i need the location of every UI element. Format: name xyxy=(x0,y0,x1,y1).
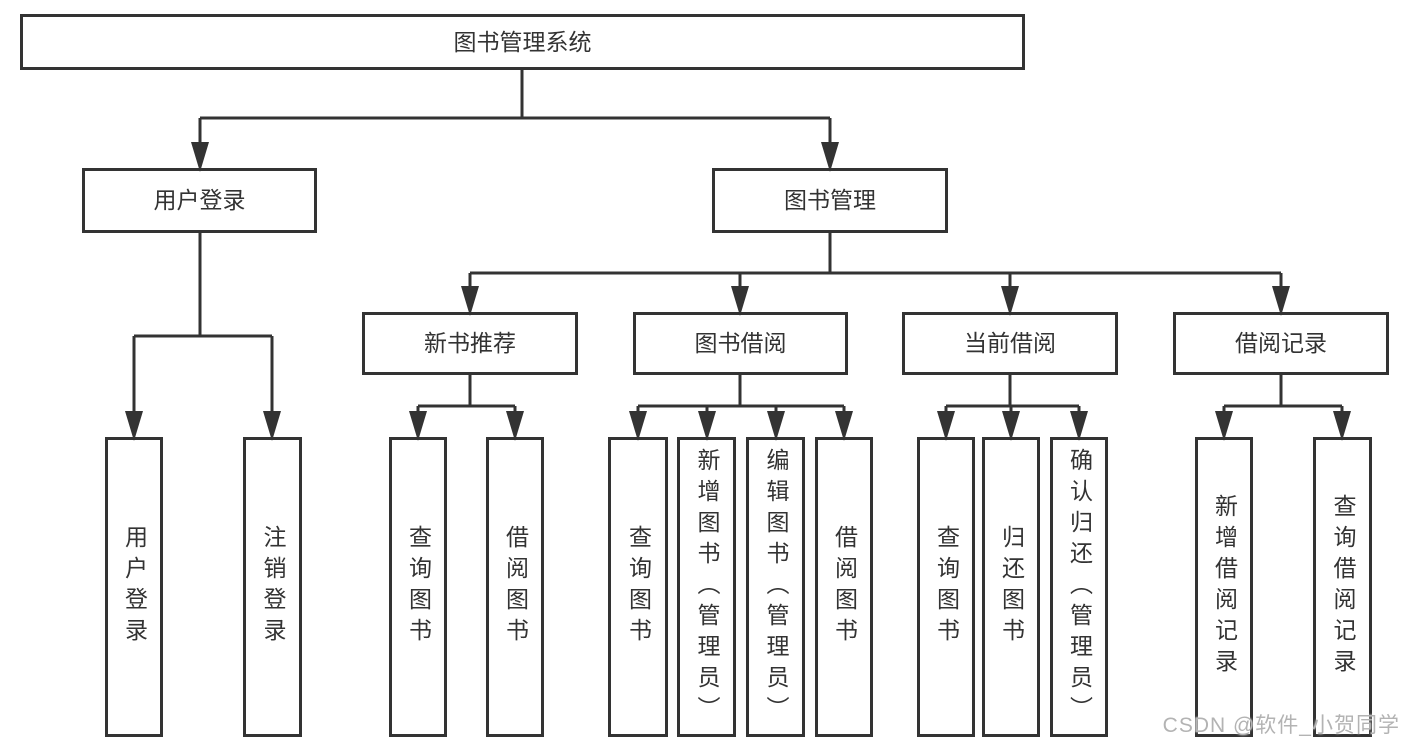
connector-borrowing-to-leaves xyxy=(629,375,853,441)
leaf-edit-books-admin: 编辑图书（管理员） xyxy=(746,437,805,737)
leaf-borrow-books-recommend: 借阅图书 xyxy=(486,437,544,737)
node-current-borrowing: 当前借阅 xyxy=(902,312,1118,375)
connector-bookmgmt-to-level3 xyxy=(461,233,1290,316)
leaf-query-books-current: 查询图书 xyxy=(917,437,975,737)
leaf-edit-books-admin-label: 编辑图书（管理员） xyxy=(763,447,789,727)
node-current-borrowing-label: 当前借阅 xyxy=(964,330,1056,356)
node-new-book-recommend-label: 新书推荐 xyxy=(424,330,516,356)
connector-current-to-leaves xyxy=(937,375,1088,441)
leaf-add-borrow-record: 新增借阅记录 xyxy=(1195,437,1253,737)
node-borrowing-records: 借阅记录 xyxy=(1173,312,1389,375)
node-new-book-recommend: 新书推荐 xyxy=(362,312,578,375)
leaf-add-borrow-record-label: 新增借阅记录 xyxy=(1211,494,1238,680)
leaf-query-books-recommend-label: 查询图书 xyxy=(405,525,432,649)
leaf-return-books-label: 归还图书 xyxy=(998,525,1025,649)
node-user-login-label: 用户登录 xyxy=(153,187,246,213)
leaf-user-login: 用户登录 xyxy=(105,437,163,737)
leaf-add-books-admin-label: 新增图书（管理员） xyxy=(694,447,720,727)
connector-userlogin-to-leaves xyxy=(125,233,281,441)
leaf-confirm-return-admin-label: 确认归还（管理员） xyxy=(1066,447,1093,727)
leaf-borrow-books-borrowing-label: 借阅图书 xyxy=(831,525,858,649)
node-root-label: 图书管理系统 xyxy=(453,28,592,55)
leaf-add-books-admin: 新增图书（管理员） xyxy=(677,437,736,737)
node-user-login: 用户登录 xyxy=(82,168,317,233)
leaf-query-books-borrowing-label: 查询图书 xyxy=(625,525,652,649)
node-borrowing-records-label: 借阅记录 xyxy=(1235,330,1327,356)
node-root-system: 图书管理系统 xyxy=(20,14,1025,70)
node-book-management: 图书管理 xyxy=(712,168,948,233)
leaf-borrow-books-recommend-label: 借阅图书 xyxy=(502,525,529,649)
leaf-confirm-return-admin: 确认归还（管理员） xyxy=(1050,437,1108,737)
connector-recommend-to-leaves xyxy=(409,375,524,441)
node-book-borrowing-label: 图书借阅 xyxy=(694,330,787,356)
connector-root-to-level2 xyxy=(191,70,839,172)
node-book-management-label: 图书管理 xyxy=(784,187,876,213)
leaf-query-borrow-record: 查询借阅记录 xyxy=(1313,437,1372,737)
leaf-return-books: 归还图书 xyxy=(982,437,1040,737)
leaf-query-books-recommend: 查询图书 xyxy=(389,437,447,737)
leaf-query-borrow-record-label: 查询借阅记录 xyxy=(1330,494,1356,680)
connector-records-to-leaves xyxy=(1215,375,1351,441)
leaf-logout: 注销登录 xyxy=(243,437,302,737)
leaf-query-books-borrowing: 查询图书 xyxy=(608,437,668,737)
leaf-user-login-label: 用户登录 xyxy=(121,525,148,649)
csdn-watermark: CSDN @软件_小贺同学 xyxy=(1162,714,1400,737)
leaf-logout-label: 注销登录 xyxy=(260,525,286,649)
leaf-borrow-books-borrowing: 借阅图书 xyxy=(815,437,873,737)
leaf-query-books-current-label: 查询图书 xyxy=(933,525,960,649)
node-book-borrowing: 图书借阅 xyxy=(633,312,848,375)
